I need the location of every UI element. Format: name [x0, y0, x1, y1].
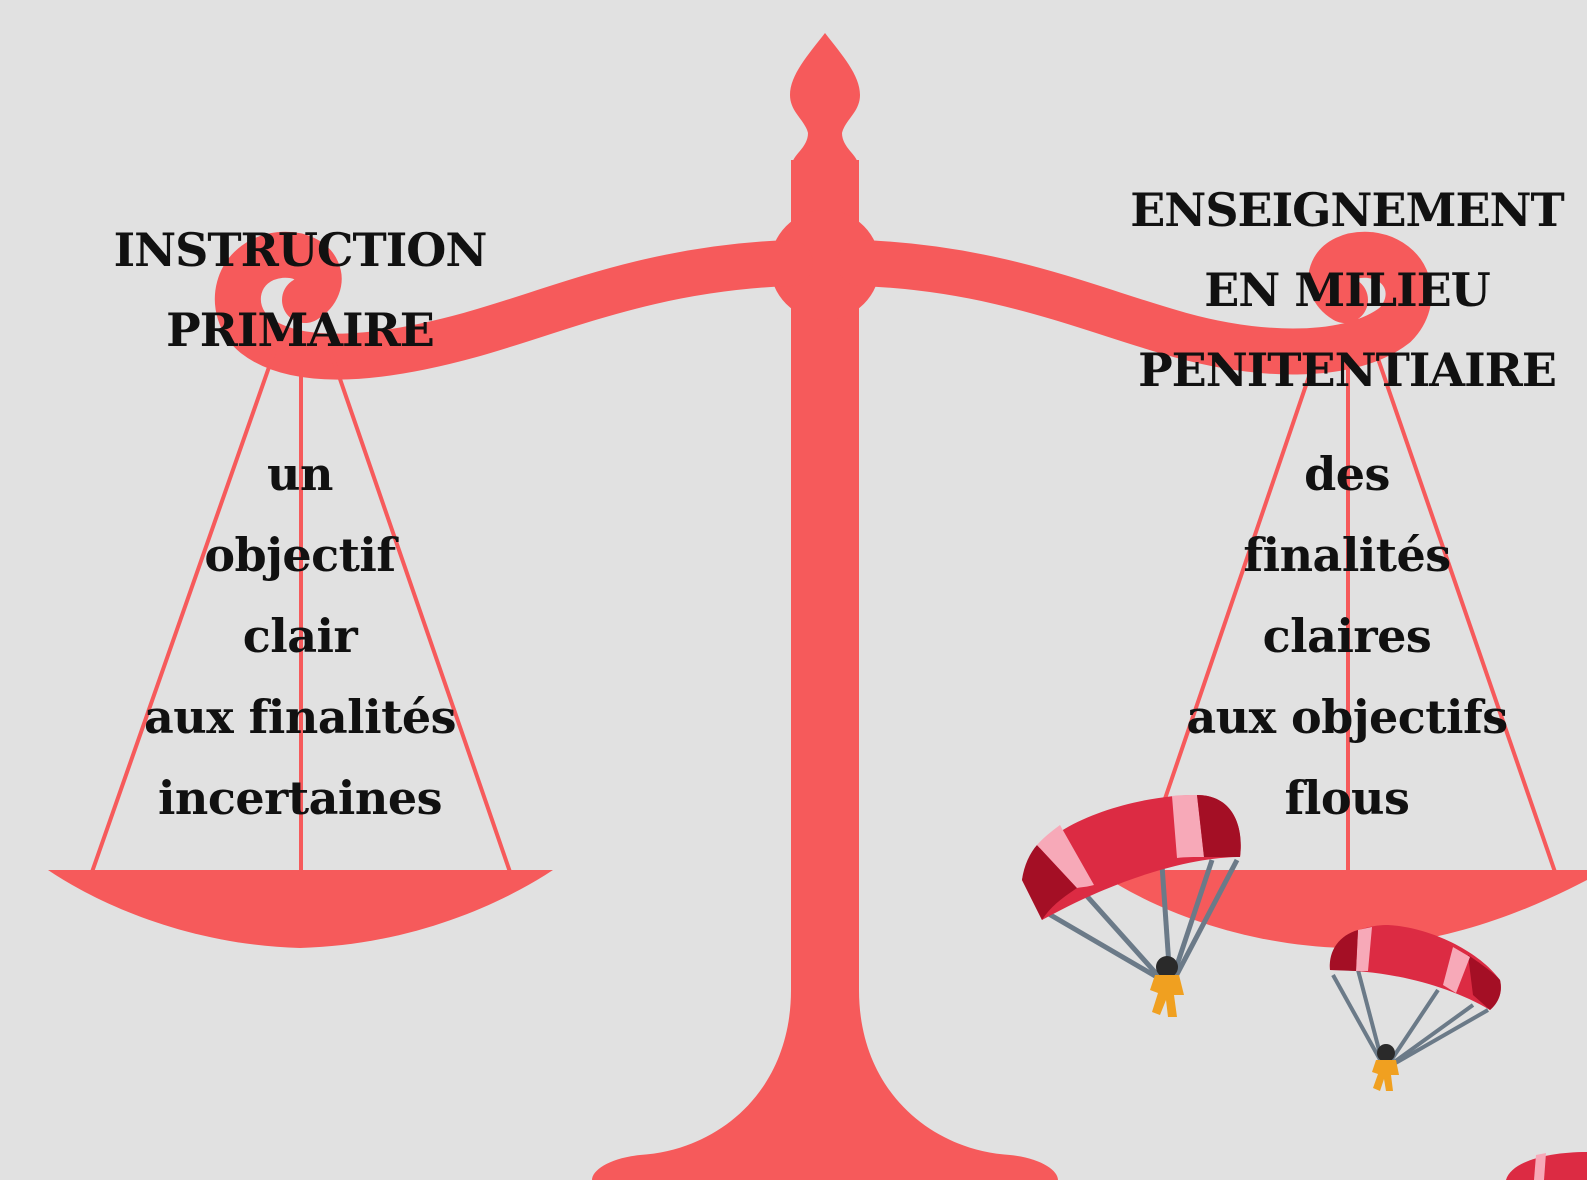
parachutist-icon [1506, 1152, 1587, 1180]
right-pan-strings [1138, 349, 1557, 873]
scale-beam [214, 231, 813, 380]
scale-hub [770, 210, 880, 320]
left-pan [48, 870, 553, 948]
scale-base [592, 990, 1058, 1180]
parachutist-icon [1329, 925, 1501, 1091]
right-pan-title: ENSEIGNEMENT EN MILIEU PENITENTIAIRE [1127, 170, 1567, 410]
parachutist-icon [1022, 795, 1241, 1017]
right-pan [1095, 870, 1587, 948]
left-pan-title-line: INSTRUCTION [113, 223, 488, 277]
balance-scale-icon [214, 33, 1432, 1180]
right-pan-text: des finalités claires aux objectifs flou… [1147, 434, 1547, 839]
right-pan-text-line: finalités [1243, 528, 1451, 582]
right-pan-text-line: flous [1284, 771, 1410, 825]
left-pan-title-line: PRIMAIRE [166, 303, 435, 357]
left-pan-text-line: aux finalités [143, 690, 457, 744]
left-pan-text-line: objectif [204, 528, 396, 582]
right-pan-text-line: des [1304, 447, 1390, 501]
left-pan-text-line: incertaines [157, 771, 443, 825]
left-pan-text: un objectif clair aux finalités incertai… [100, 434, 500, 839]
scale-finial [790, 33, 860, 165]
right-pan-title-line: PENITENTIAIRE [1138, 343, 1557, 397]
scale-beam-right [837, 231, 1432, 375]
right-pan-title-line: EN MILIEU [1204, 263, 1491, 317]
right-pan-text-line: aux objectifs [1186, 690, 1508, 744]
right-pan-text-line: claires [1262, 609, 1432, 663]
left-pan-text-line: un [267, 447, 333, 501]
left-pan-title: INSTRUCTION PRIMAIRE [100, 210, 500, 370]
left-pan-text-line: clair [242, 609, 358, 663]
left-pan-strings [90, 349, 512, 873]
right-pan-title-line: ENSEIGNEMENT [1130, 183, 1565, 237]
